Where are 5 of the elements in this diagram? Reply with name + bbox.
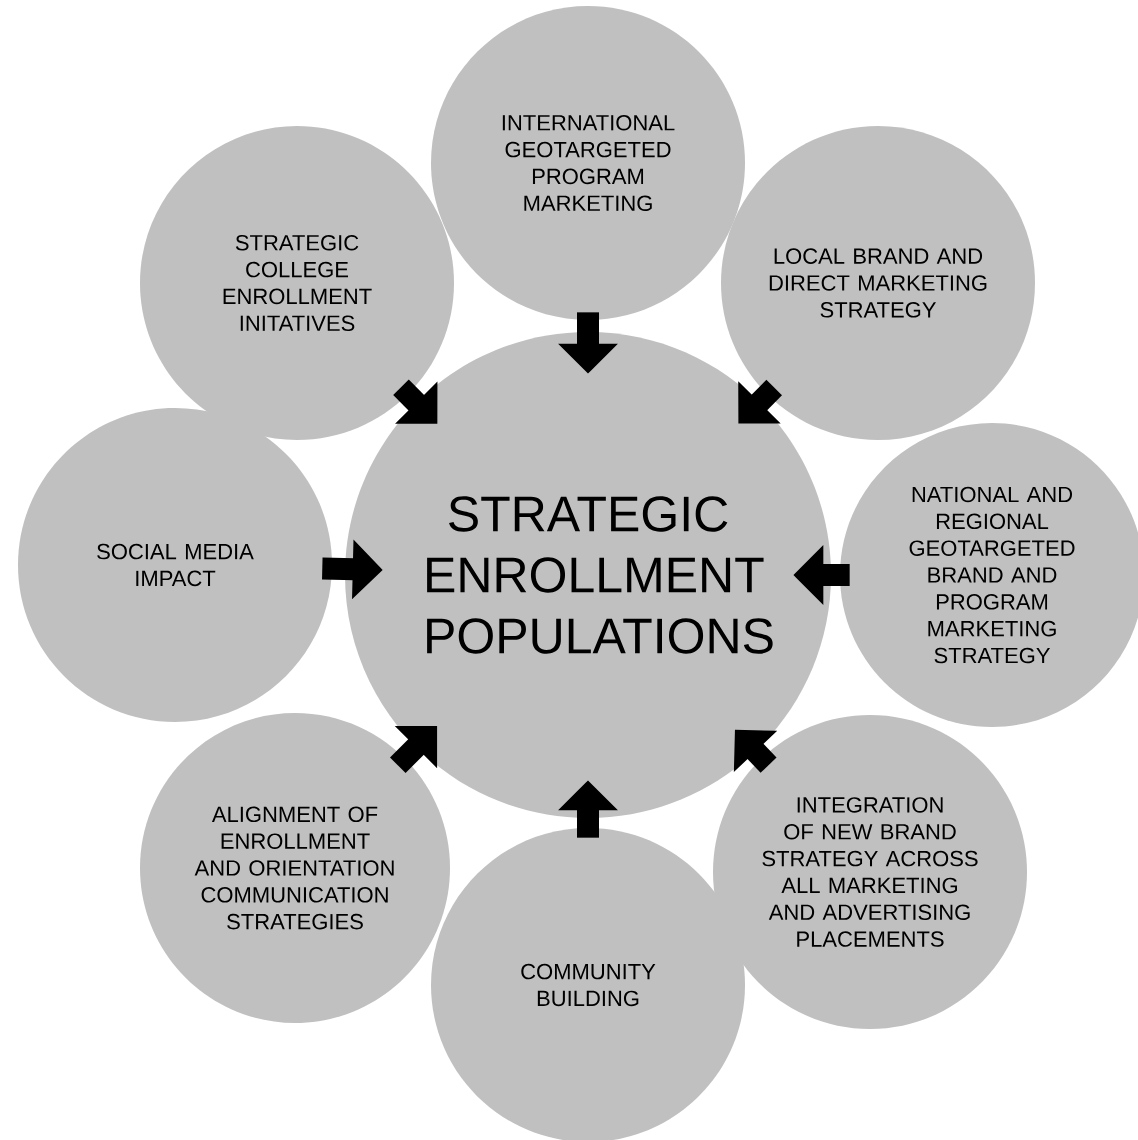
arrow xyxy=(393,379,438,424)
node-label: STRATEGIC COLLEGE ENROLLMENT INITATIVES xyxy=(223,234,372,332)
arrow xyxy=(738,379,782,424)
arrow xyxy=(390,725,438,773)
node-label: LOCAL BRAND AND DIRECT MARKETING STRATEGY xyxy=(769,248,987,318)
